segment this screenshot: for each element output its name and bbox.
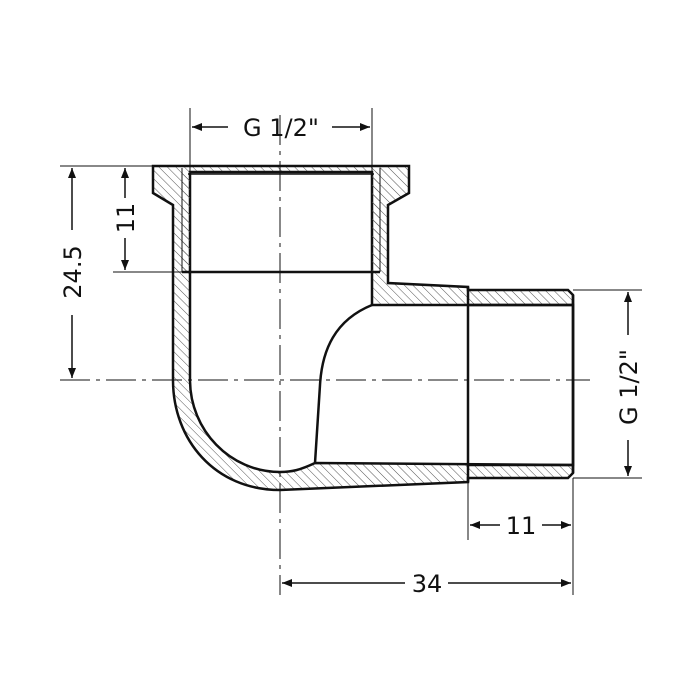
female-thread-left	[182, 172, 190, 272]
dim-right-thread: G 1/2"	[615, 349, 643, 425]
center-lines	[60, 115, 590, 595]
dim-top-thread: G 1/2"	[243, 114, 319, 142]
dim-bottom-thread-length: 11	[506, 512, 537, 540]
female-thread-right	[372, 172, 380, 272]
bore	[188, 170, 575, 474]
dim-bottom-length: 34	[412, 570, 443, 598]
dimension-lines	[68, 123, 632, 587]
dim-left-thread-depth: 11	[112, 203, 140, 234]
fitting-body	[151, 164, 575, 492]
dim-left-height: 24.5	[59, 245, 87, 298]
extension-lines	[60, 108, 642, 595]
inner-curve	[313, 303, 373, 464]
